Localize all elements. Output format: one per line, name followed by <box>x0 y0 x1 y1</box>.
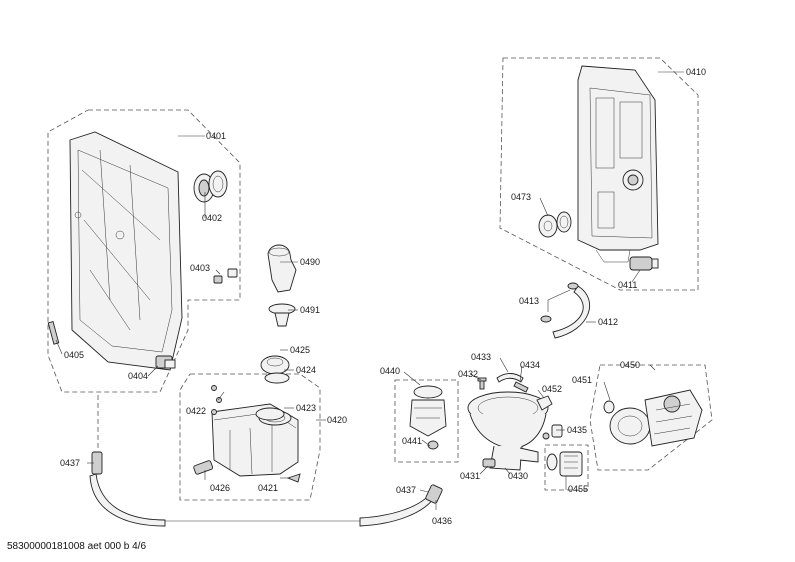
group-outline-0440 <box>394 379 459 463</box>
label-0450: 0450 <box>620 360 640 370</box>
label-0433: 0433 <box>471 352 491 362</box>
label-0491: 0491 <box>300 305 320 315</box>
label-0437-left: 0437 <box>60 458 80 468</box>
cap-0491 <box>268 303 296 327</box>
group-outline-0420 <box>179 373 321 501</box>
label-0424: 0424 <box>296 365 316 375</box>
label-0421: 0421 <box>258 483 278 493</box>
label-0402: 0402 <box>202 213 222 223</box>
label-0422: 0422 <box>186 406 206 416</box>
label-0401: 0401 <box>206 131 226 141</box>
sensor-0426 <box>193 460 214 475</box>
hook-0452 <box>536 395 553 411</box>
side-panel-part <box>69 131 183 371</box>
group-outline-0401 <box>47 109 241 393</box>
label-0434: 0434 <box>520 360 540 370</box>
label-0430: 0430 <box>508 471 528 481</box>
hose-0412 <box>552 285 590 339</box>
label-0441: 0441 <box>402 436 422 446</box>
connector-0403 <box>213 268 238 284</box>
label-0405: 0405 <box>64 350 84 360</box>
label-0425: 0425 <box>290 345 310 355</box>
callout-labels: 0401 0402 0403 0404 0405 0410 0411 0412 … <box>60 67 706 526</box>
label-0440: 0440 <box>380 366 400 376</box>
group-outline-0455 <box>544 444 589 491</box>
document-reference-footer: 58300000181008 aet 000 b 4/6 <box>7 541 147 552</box>
label-0426: 0426 <box>210 483 230 493</box>
label-0420: 0420 <box>327 415 347 425</box>
label-0403: 0403 <box>190 263 210 273</box>
label-0423: 0423 <box>296 403 316 413</box>
label-0451: 0451 <box>572 375 592 385</box>
pin-0405 <box>47 321 60 345</box>
seal-0435 <box>542 424 563 440</box>
rear-panel-0410 <box>577 65 659 263</box>
label-0455: 0455 <box>568 484 588 494</box>
label-0411: 0411 <box>618 280 637 290</box>
label-0490: 0490 <box>300 257 320 267</box>
leader-lines <box>55 71 684 510</box>
screws-0422 <box>211 385 222 415</box>
label-0437-right: 0437 <box>396 485 416 495</box>
label-0413: 0413 <box>519 296 539 306</box>
label-0452: 0452 <box>542 384 562 394</box>
group-outline-0410 <box>499 57 699 291</box>
label-0432: 0432 <box>458 369 478 379</box>
sump-body-0420 <box>211 403 299 477</box>
label-0404: 0404 <box>128 371 148 381</box>
clip-0421 <box>286 473 301 483</box>
clamp-0413 <box>540 282 579 323</box>
drain-hose-left <box>89 451 166 527</box>
drain-hose-right <box>359 484 443 527</box>
circulation-pump-0450 <box>609 389 703 447</box>
label-0435: 0435 <box>567 425 587 435</box>
float-0425 <box>260 355 290 384</box>
valve-0411 <box>629 256 659 271</box>
label-0473: 0473 <box>511 192 531 202</box>
sump-cover-0440 <box>409 385 447 450</box>
pump-housing-0430 <box>467 391 549 471</box>
seal-0423 <box>255 407 285 421</box>
seal-0451 <box>603 400 615 414</box>
plug-0404 <box>155 355 176 369</box>
clip-0434 <box>513 381 529 393</box>
seal-ring-0402 <box>193 170 228 203</box>
bracket-0433 <box>496 373 524 383</box>
heater-pump-0455 <box>546 451 583 477</box>
label-0410: 0410 <box>686 67 706 77</box>
label-0412: 0412 <box>598 317 618 327</box>
screw-0432 <box>477 377 487 390</box>
funnel-0490 <box>267 244 297 293</box>
label-0431: 0431 <box>460 471 480 481</box>
ring-0473 <box>538 211 572 238</box>
group-outline-0450 <box>589 364 713 471</box>
label-0436: 0436 <box>432 516 452 526</box>
